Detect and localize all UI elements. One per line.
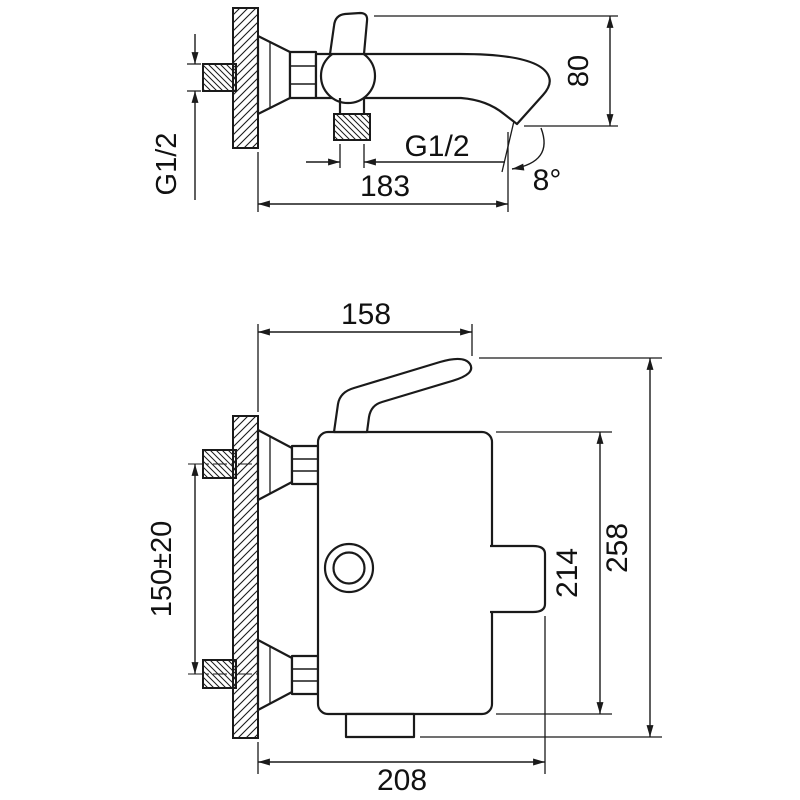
lower-hex-nut-facets: [292, 668, 318, 682]
inlet-pipe-section: [202, 63, 237, 92]
wall-section-front: [232, 415, 259, 739]
lower-hex-nut: [290, 654, 320, 696]
dim-214-label: 214: [551, 548, 584, 598]
dim-208-label: 208: [377, 764, 427, 797]
shower-outlet-neck: [338, 98, 366, 114]
handle-lever-side: [328, 11, 369, 56]
dim-158-label: 158: [341, 298, 391, 331]
lower-mount-pipe: [202, 659, 237, 689]
hex-nut: [288, 50, 318, 100]
dim-208-ext: [257, 616, 546, 774]
upper-hex-nut-facets: [292, 458, 318, 472]
dim-outlet-ext: [339, 144, 365, 168]
hex-nut-facets: [290, 65, 316, 85]
dim-inlet-thread-label: G1/2: [151, 133, 183, 196]
handle-lever-front: [332, 357, 473, 434]
escutcheon: [256, 34, 292, 116]
upper-mount-pipe: [202, 449, 237, 479]
upper-hex-nut: [290, 444, 320, 486]
dim-angle-label: 8°: [533, 164, 562, 197]
dim-158-ext: [257, 324, 473, 412]
diverter-cap-inner: [332, 551, 366, 585]
side-view: G1/2 80 G1/2 183 8°: [151, 7, 618, 212]
dim-258-label: 258: [601, 523, 634, 573]
dim-183-label: 183: [360, 170, 410, 203]
dim-outlet-thread-label: G1/2: [404, 130, 469, 163]
spout-angle-arc: [511, 127, 545, 171]
dim-258-ext: [420, 357, 662, 738]
upper-escutcheon: [256, 428, 294, 502]
shower-outlet-nut: [333, 113, 371, 141]
bottom-outlet: [344, 712, 416, 739]
spout-stream-line: [501, 120, 515, 173]
dim-inlet-ext: [187, 63, 201, 92]
dim-214-ext: [496, 431, 612, 715]
dim-150-label: 150±20: [146, 521, 178, 618]
front-view: 158 150±20 214 258 208: [146, 298, 662, 797]
diverter-cap-outer: [323, 542, 375, 594]
spout-stub: [490, 544, 547, 614]
cartridge-cap: [319, 47, 377, 105]
lower-escutcheon: [256, 638, 294, 712]
dim-80-ext: [374, 15, 618, 127]
dim-80-label: 80: [563, 55, 595, 87]
